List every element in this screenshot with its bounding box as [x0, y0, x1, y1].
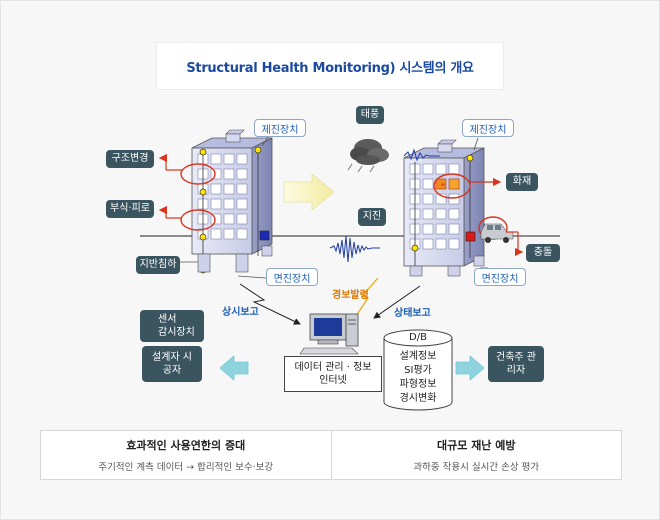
summary-left: 효과적인 사용연한의 증대 주기적인 계측 데이터 → 합리적인 보수·보강 — [41, 431, 331, 479]
right-teal-arrow — [455, 355, 485, 381]
database-item: 설계정보 — [399, 351, 437, 362]
status-report-arrow — [373, 285, 421, 319]
callout-damper-right: 제진장치 — [462, 119, 514, 137]
summary-left-heading: 효과적인 사용연한의 증대 — [126, 439, 246, 452]
label-collision: 충돌 — [526, 244, 560, 262]
legend-monitor-label: 감시장치 — [158, 327, 195, 338]
summary-right: 대규모 재난 예방 과하중 작용시 실시간 손상 평가 — [330, 431, 622, 479]
label-regular-report: 상시보고 — [222, 307, 259, 318]
left-teal-arrow — [219, 355, 249, 381]
label-status-report: 상태보고 — [394, 308, 431, 319]
label-earthquake: 지진 — [358, 208, 386, 226]
label-fire: 화재 — [506, 173, 538, 191]
database-item: 경시변화 — [399, 393, 437, 404]
label-typhoon: 태풍 — [356, 106, 384, 124]
legend-box: 센서 감시장치 — [140, 310, 204, 342]
callout-isolator-right: 면진장치 — [474, 268, 526, 286]
summary-left-sub: 주기적인 계측 데이터 → 합리적인 보수·보강 — [98, 462, 274, 473]
manager-box: 건축주 관리자 — [488, 346, 544, 382]
computer-caption-text: 데이터 관리 · 정보 인터넷 — [294, 361, 372, 387]
right-building — [403, 139, 508, 277]
computer-caption: 데이터 관리 · 정보 인터넷 — [284, 356, 382, 392]
transition-arrow — [283, 173, 335, 211]
seismic-wave — [329, 235, 380, 263]
typhoon-cloud — [347, 139, 389, 173]
database-title: D/B — [409, 332, 427, 343]
car-icon — [480, 223, 514, 243]
summary-right-heading: 대규모 재난 예방 — [437, 439, 516, 452]
callout-isolator-left: 면진장치 — [266, 268, 318, 286]
label-settlement: 지반침하 — [136, 256, 180, 274]
summary-right-sub: 과하중 작용시 실시간 손상 평가 — [413, 462, 540, 473]
regular-report-arrow — [239, 283, 301, 325]
summary-bar: 효과적인 사용연한의 증대 주기적인 계측 데이터 → 합리적인 보수·보강 대… — [40, 430, 622, 480]
designer-box: 설계자 시공자 — [142, 346, 202, 382]
database-item: SI평가 — [404, 365, 432, 376]
label-corrosion: 부식·피로 — [106, 200, 154, 218]
diagram-title: Structural Health Monitoring) 시스템의 개요 — [156, 42, 504, 90]
callout-damper-left: 제진장치 — [254, 119, 306, 137]
database-item: 파형정보 — [399, 379, 437, 390]
database-icon — [383, 329, 453, 411]
left-building — [180, 129, 273, 274]
legend-sensor-label: 센서 — [158, 313, 177, 325]
database-items: 설계정보 SI평가 파형정보 경시변화 — [384, 350, 452, 406]
label-alarm: 경보발령 — [332, 290, 369, 301]
computer-icon — [299, 313, 359, 355]
label-deform: 구조변경 — [106, 150, 154, 168]
alarm-arrow — [355, 277, 379, 317]
